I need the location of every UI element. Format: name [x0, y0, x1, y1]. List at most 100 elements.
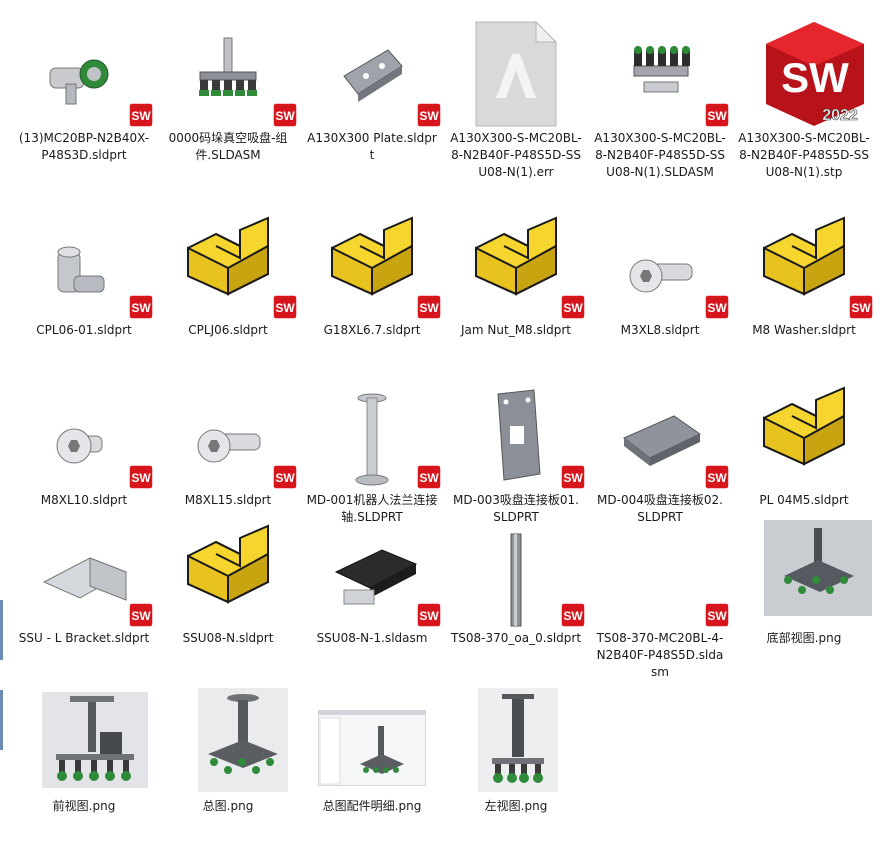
file-item[interactable]: 总图配件明细.png	[302, 688, 442, 815]
file-name-label[interactable]: A130X300-S-MC20BL-8-N2B40F-P48S5D-SSU08-…	[594, 131, 726, 179]
vertical-plate-part-icon	[497, 389, 541, 481]
file-item[interactable]: SW MD-003吸盘连接板01.SLDPRT	[446, 382, 586, 526]
file-thumbnail[interactable]	[158, 520, 298, 628]
yellow-part-icon	[331, 216, 413, 296]
file-thumbnail[interactable]: SW	[14, 382, 154, 490]
file-item[interactable]: SW CPLJ06.sldprt	[158, 212, 298, 339]
file-thumbnail[interactable]: SW	[302, 20, 442, 128]
left-view-thumbnail[interactable]	[478, 688, 558, 792]
file-name-label[interactable]: TS08-370_oa_0.sldprt	[450, 631, 582, 645]
file-name-label[interactable]: PL 04M5.sldprt	[759, 493, 849, 507]
file-item[interactable]: SW M8XL10.sldprt	[14, 382, 154, 509]
file-name-label[interactable]: MD-004吸盘连接板02.SLDPRT	[597, 493, 723, 524]
file-thumbnail[interactable]: SW	[446, 520, 586, 628]
file-item[interactable]: SW A130X300-S-MC20BL-8-N2B40F-P48S5D-SSU…	[590, 20, 730, 181]
file-item[interactable]: SW (13)MC20BP-N2B40X-P48S3D.sldprt	[14, 20, 154, 164]
file-item[interactable]: SW M8XL15.sldprt	[158, 382, 298, 509]
svg-text:SW: SW	[131, 471, 151, 485]
file-name-label[interactable]: 前视图.png	[52, 799, 116, 813]
file-thumbnail[interactable]: SW	[734, 212, 874, 320]
file-item[interactable]: SW 0000码垛真空吸盘-组件.SLDASM	[158, 20, 298, 164]
file-thumbnail[interactable]: SW	[158, 20, 298, 128]
file-item[interactable]: SW 2022 A130X300-S-MC20BL-8-N2B40F-P48S5…	[734, 20, 874, 181]
file-name-label[interactable]: A130X300-S-MC20BL-8-N2B40F-P48S5D-SSU08-…	[450, 131, 582, 179]
file-name-label[interactable]: 总图配件明细.png	[322, 799, 422, 813]
file-name-label[interactable]: MD-001机器人法兰连接轴.SLDPRT	[306, 493, 438, 524]
screw-part-icon	[629, 259, 693, 293]
file-thumbnail[interactable]: SW	[14, 520, 154, 628]
file-thumbnail[interactable]: SW	[590, 382, 730, 490]
file-thumbnail[interactable]: SW	[590, 20, 730, 128]
file-item[interactable]: SW A130X300 Plate.sldprt	[302, 20, 442, 164]
file-thumbnail[interactable]	[734, 520, 874, 628]
file-thumbnail[interactable]: SW	[158, 382, 298, 490]
file-item[interactable]: SW CPL06-01.sldprt	[14, 212, 154, 339]
file-item[interactable]: SW G18XL6.7.sldprt	[302, 212, 442, 339]
file-item[interactable]: SW TS08-370_oa_0.sldprt	[446, 520, 586, 647]
file-thumbnail[interactable]: SW	[446, 212, 586, 320]
file-name-label[interactable]: A130X300-S-MC20BL-8-N2B40F-P48S5D-SSU08-…	[738, 131, 870, 179]
file-item[interactable]: PL 04M5.sldprt	[734, 382, 874, 509]
file-thumbnail[interactable]	[302, 688, 442, 796]
file-thumbnail[interactable]: SW	[14, 20, 154, 128]
file-thumbnail[interactable]	[446, 20, 586, 128]
file-name-label[interactable]: CPL06-01.sldprt	[36, 323, 132, 337]
file-name-label[interactable]: TS08-370-MC20BL-4-N2B40F-P48S5D.sldasm	[596, 631, 724, 679]
solidworks-badge-icon: SW	[272, 294, 298, 320]
file-thumbnail[interactable]: SW	[590, 212, 730, 320]
file-thumbnail[interactable]: SW	[302, 520, 442, 628]
file-name-label[interactable]: A130X300 Plate.sldprt	[307, 131, 437, 162]
file-name-label[interactable]: M3XL8.sldprt	[620, 323, 700, 337]
file-thumbnail[interactable]	[734, 382, 874, 490]
file-name-label[interactable]: SSU08-N.sldprt	[182, 631, 274, 645]
file-item[interactable]: SW MD-004吸盘连接板02.SLDPRT	[590, 382, 730, 526]
file-thumbnail[interactable]: SW	[302, 382, 442, 490]
solidworks-badge-icon: SW	[704, 602, 730, 628]
file-name-label[interactable]: 底部视图.png	[766, 631, 842, 645]
file-name-label[interactable]: M8XL15.sldprt	[184, 493, 272, 507]
file-item[interactable]: SW MD-001机器人法兰连接轴.SLDPRT	[302, 382, 442, 526]
file-name-label[interactable]: 0000码垛真空吸盘-组件.SLDASM	[168, 131, 288, 162]
file-name-label[interactable]: MD-003吸盘连接板01.SLDPRT	[453, 493, 579, 524]
svg-text:2022: 2022	[822, 107, 858, 124]
main-view-thumbnail[interactable]	[198, 688, 288, 792]
file-item[interactable]: A130X300-S-MC20BL-8-N2B40F-P48S5D-SSU08-…	[446, 20, 586, 181]
file-thumbnail[interactable]: SW	[14, 212, 154, 320]
solidworks-badge-icon: SW	[416, 102, 442, 128]
file-name-label[interactable]: CPLJ06.sldprt	[188, 323, 268, 337]
file-item[interactable]: SW SSU08-N-1.sldasm	[302, 520, 442, 647]
file-item[interactable]: SW SSU - L Bracket.sldprt	[14, 520, 154, 647]
front-view-thumbnail[interactable]	[42, 692, 148, 788]
file-item[interactable]: 左视图.png	[446, 688, 586, 815]
file-name-label[interactable]: Jam Nut_M8.sldprt	[461, 323, 571, 337]
file-item[interactable]: SW Jam Nut_M8.sldprt	[446, 212, 586, 339]
file-item[interactable]: SW M8 Washer.sldprt	[734, 212, 874, 339]
file-thumbnail[interactable]	[158, 688, 298, 796]
screw-part-icon	[56, 428, 103, 464]
file-item[interactable]: SW TS08-370-MC20BL-4-N2B40F-P48S5D.sldas…	[590, 520, 730, 681]
file-thumbnail[interactable]: SW	[302, 212, 442, 320]
file-item[interactable]: 底部视图.png	[734, 520, 874, 647]
file-item[interactable]: SW M3XL8.sldprt	[590, 212, 730, 339]
file-item[interactable]: SSU08-N.sldprt	[158, 520, 298, 647]
file-name-label[interactable]: M8XL10.sldprt	[40, 493, 128, 507]
bottom-view-thumbnail[interactable]	[764, 520, 872, 616]
svg-text:SW: SW	[563, 301, 583, 315]
file-name-label[interactable]: SSU - L Bracket.sldprt	[18, 631, 150, 645]
solidworks-badge-icon: SW	[128, 464, 154, 490]
file-thumbnail[interactable]: SW	[590, 520, 730, 628]
file-name-label[interactable]: G18XL6.7.sldprt	[323, 323, 421, 337]
file-name-label[interactable]: 左视图.png	[484, 799, 548, 813]
file-name-label[interactable]: SSU08-N-1.sldasm	[316, 631, 428, 645]
file-item[interactable]: 前视图.png	[14, 688, 154, 815]
file-name-label[interactable]: (13)MC20BP-N2B40X-P48S3D.sldprt	[18, 131, 150, 162]
file-thumbnail[interactable]: SW	[446, 382, 586, 490]
file-item[interactable]: 总图.png	[158, 688, 298, 815]
file-thumbnail[interactable]	[14, 688, 154, 796]
file-thumbnail[interactable]: SW 2022	[734, 20, 874, 128]
file-thumbnail[interactable]	[446, 688, 586, 796]
file-thumbnail[interactable]: SW	[158, 212, 298, 320]
file-name-label[interactable]: 总图.png	[202, 799, 254, 813]
detail-view-thumbnail[interactable]	[318, 710, 426, 786]
file-name-label[interactable]: M8 Washer.sldprt	[752, 323, 856, 337]
